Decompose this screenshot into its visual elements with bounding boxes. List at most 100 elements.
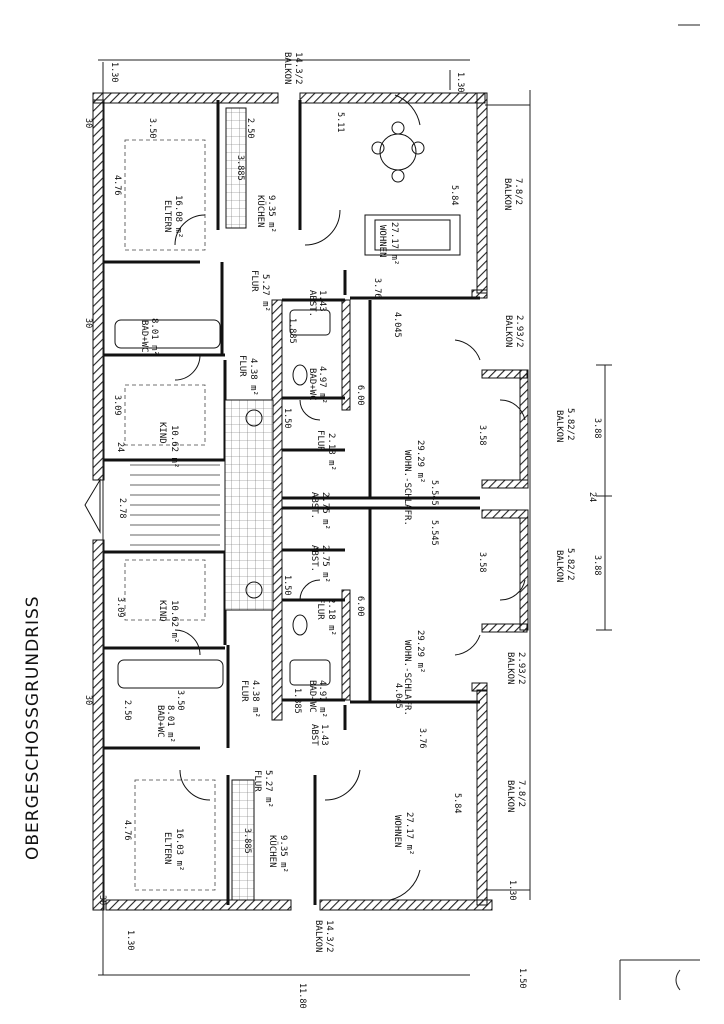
dim-5-545-lower: 5.545 bbox=[429, 520, 439, 546]
dim-1-30-bottom-right: 1.30 bbox=[507, 880, 517, 900]
room-wohnen: WOHNEN bbox=[377, 225, 387, 258]
room-abst3-area: 2.75 m² bbox=[320, 545, 330, 583]
dim-5-11-upper: 5.11 bbox=[335, 112, 345, 132]
dim-4-76-upper: 4.76 bbox=[112, 175, 122, 195]
room-eltern-area: 16.08 m² bbox=[173, 195, 183, 238]
room-wohnschlafr2-area: 29.29 m² bbox=[415, 630, 425, 673]
room-eltern2: ELTERN bbox=[162, 832, 172, 865]
room-abst3: ABST. bbox=[309, 545, 319, 572]
room-flur: FLUR bbox=[249, 270, 259, 292]
dim-1-50-b: 1.50 bbox=[282, 575, 292, 595]
dim-6-00-upper: 6.00 bbox=[355, 385, 365, 405]
balkon-6-area: 2.93/2 bbox=[516, 652, 526, 685]
room-flur3: FLUR bbox=[315, 430, 325, 452]
dim-3-88-lower: 3.88 bbox=[592, 555, 602, 575]
dim-30-a: 30 bbox=[83, 118, 93, 128]
room-kind2-area: 10.62 m² bbox=[169, 600, 179, 643]
room-flur3-area: 2.18 m² bbox=[326, 433, 336, 471]
balkon-7: BALKON bbox=[505, 780, 515, 813]
room-flur4: FLUR bbox=[315, 598, 325, 620]
balkon-2: BALKON bbox=[502, 178, 512, 211]
room-wohnschlafr: WOHN.-SCHLAFR. bbox=[402, 450, 412, 526]
beds bbox=[124, 139, 216, 891]
room-abst-area: 1.43 bbox=[317, 290, 327, 312]
dim-3-09-lower: 3.09 bbox=[115, 597, 125, 617]
dim-5-84-lower: 5.84 bbox=[452, 793, 462, 813]
balkon-5-area: 5.82/2 bbox=[565, 548, 575, 581]
dim-1-885-lower: 1.885 bbox=[292, 688, 302, 714]
dim-4-045-upper: 4.045 bbox=[392, 312, 402, 338]
room-kuechen2: KÜCHEN bbox=[267, 835, 278, 868]
room-abst: ABST. bbox=[307, 290, 317, 317]
balkon-7-area: 7.8/2 bbox=[516, 780, 526, 807]
staircase bbox=[84, 399, 274, 611]
room-abst2-area: 2.75 m² bbox=[320, 492, 330, 530]
dim-30-b: 30 bbox=[83, 318, 93, 328]
balkon-8: BALKON bbox=[313, 920, 323, 953]
room-bad: BAD+WC bbox=[139, 320, 149, 353]
room-kuechen: KÜCHEN bbox=[255, 195, 266, 228]
dim-3-88-upper: 3.88 bbox=[592, 418, 602, 438]
dim-3-76-lower: 3.76 bbox=[417, 728, 427, 748]
dim-1-30-bottom-left: 1.30 bbox=[125, 930, 135, 950]
balkon-6: BALKON bbox=[505, 652, 515, 685]
room-bad-area: 8.01 m² bbox=[149, 318, 159, 356]
dim-1-50-bottom: 1.50 bbox=[517, 968, 527, 988]
dim-3-50-lower: 3.50 bbox=[175, 690, 185, 710]
dim-1-50-a: 1.50 bbox=[282, 408, 292, 428]
room-flur5: FLUR bbox=[239, 680, 249, 702]
balkon-4: BALKON bbox=[554, 410, 564, 443]
room-badwc2: BAD+WC bbox=[307, 368, 317, 401]
dim-3-76-upper: 3.76 bbox=[372, 278, 382, 298]
room-wohnschlafr-area: 29.29 m² bbox=[415, 440, 425, 483]
dim-5-545-upper: 5.545 bbox=[429, 480, 439, 506]
balkon-2-area: 7.8/2 bbox=[513, 178, 523, 205]
corner-stamp bbox=[619, 24, 700, 1000]
bath-fixtures bbox=[114, 309, 331, 689]
dim-4-045-lower: 4.045 bbox=[393, 683, 403, 709]
dim-24-a: 24 bbox=[115, 442, 125, 452]
kitchen-counters bbox=[225, 107, 255, 901]
room-abst2: ABST. bbox=[309, 492, 319, 519]
room-eltern2-area: 16.03 m² bbox=[174, 828, 184, 871]
room-kind2: KIND bbox=[157, 600, 167, 622]
dim-11-80-bottom: 11.80 bbox=[297, 983, 307, 1009]
balkon-1-area: 14.3/2 bbox=[293, 52, 303, 85]
interior-walls bbox=[104, 100, 480, 905]
dim-4-76-lower: 4.76 bbox=[122, 820, 132, 840]
balkon-1: BALKON bbox=[282, 52, 292, 85]
dim-1-30-top-left: 1.30 bbox=[109, 62, 119, 82]
room-kuechen2-area: 9.35 m² bbox=[278, 835, 288, 873]
dim-3-885-lower: 3.885 bbox=[242, 828, 252, 854]
dim-30-c: 30 bbox=[83, 695, 93, 705]
dim-2-50-upper: 2.50 bbox=[245, 118, 255, 138]
room-badwc2-area: 4.97 m² bbox=[317, 366, 327, 404]
room-kind-area: 10.62 m² bbox=[169, 425, 179, 468]
dim-3-58-lower: 3.58 bbox=[477, 552, 487, 572]
dim-2-50-lower: 2.50 bbox=[122, 700, 132, 720]
dim-2-78: 2.78 bbox=[117, 498, 127, 518]
room-wohnen2-area: 27.17 m² bbox=[404, 812, 414, 855]
dim-5-84-upper: 5.84 bbox=[449, 185, 459, 205]
room-kind: KIND bbox=[157, 422, 167, 444]
room-eltern: ELTERN bbox=[162, 200, 172, 233]
outer-walls bbox=[92, 92, 529, 911]
dim-3-09-upper: 3.09 bbox=[112, 395, 122, 415]
balkon-3-area: 2.93/2 bbox=[514, 315, 524, 348]
room-badwc3-area: 4.97 m² bbox=[317, 680, 327, 718]
room-bad2: BAD+WC bbox=[155, 705, 165, 738]
room-kuechen-area: 9.35 m² bbox=[266, 195, 276, 233]
page-title: OBERGESCHOSSGRUNDRISS bbox=[23, 595, 43, 860]
balkon-4-area: 5.82/2 bbox=[565, 408, 575, 441]
room-flur2: FLUR bbox=[237, 355, 247, 377]
room-wohnen2: WOHNEN bbox=[392, 815, 402, 848]
room-wohnen-area: 27.17 m² bbox=[389, 222, 399, 265]
door-swings bbox=[174, 94, 526, 901]
room-flur6: FLUR bbox=[252, 770, 262, 792]
room-flur6-area: 5.27 m² bbox=[263, 770, 273, 808]
room-badwc3: BAD+WC bbox=[307, 680, 317, 713]
dining-table bbox=[364, 121, 461, 256]
dim-6-00-lower: 6.00 bbox=[355, 596, 365, 616]
balkon-5: BALKON bbox=[554, 550, 564, 583]
room-abst4-area: 1.43 bbox=[319, 724, 329, 746]
